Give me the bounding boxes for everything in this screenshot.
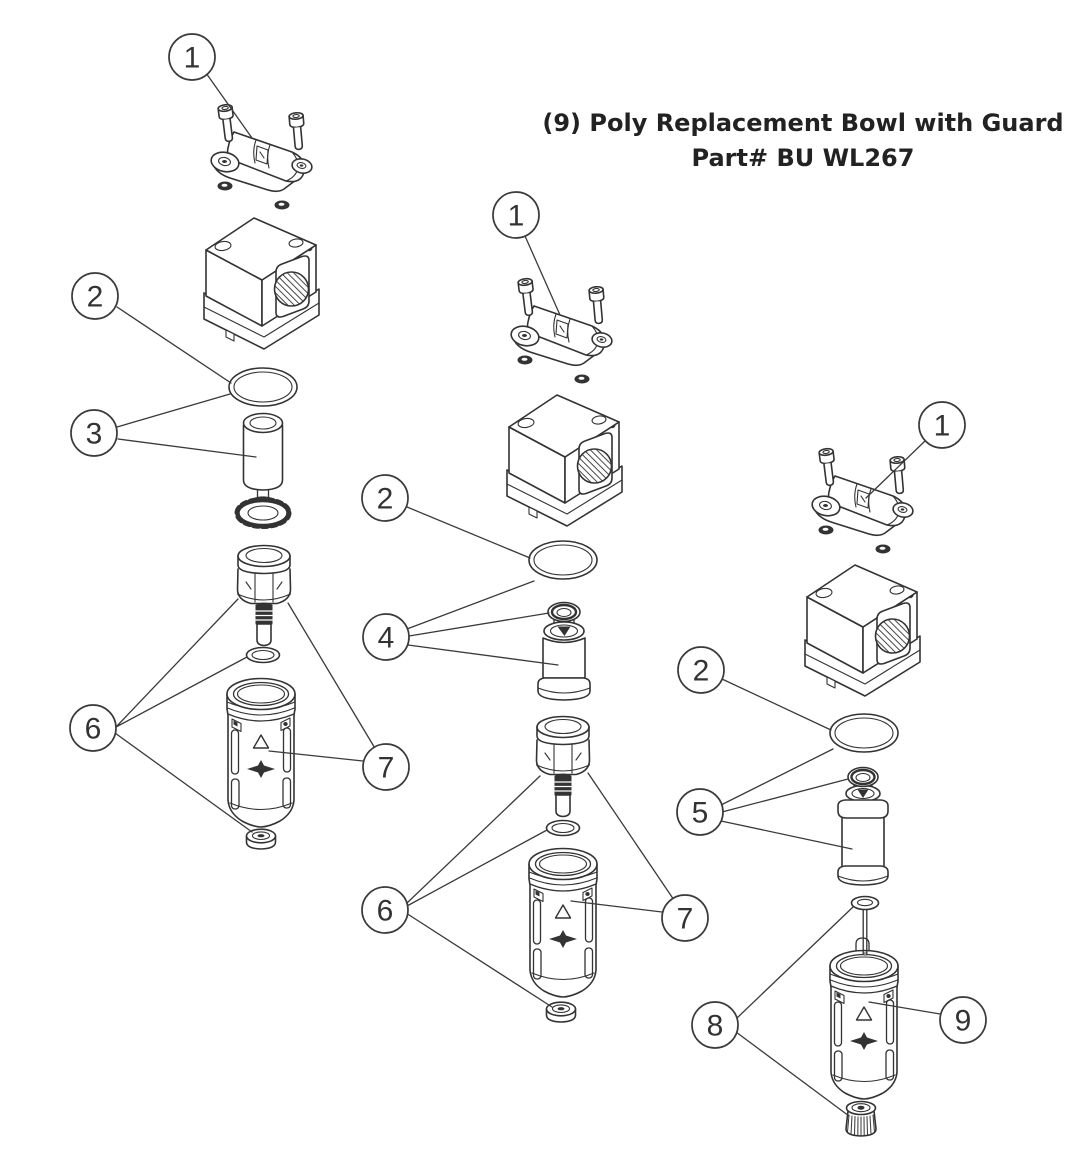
drain-knob <box>535 715 591 818</box>
callout-2-middle: 2 <box>361 474 531 559</box>
callout-number: 2 <box>87 281 104 314</box>
callout-6-left: 6 <box>69 598 253 833</box>
callout-circle <box>361 886 409 934</box>
assembly-left <box>204 104 319 850</box>
callout-circle <box>676 788 724 836</box>
leader-lines <box>268 602 377 762</box>
coalescing-element <box>836 766 890 887</box>
callout-circle <box>168 33 216 81</box>
leader-lines <box>114 598 253 833</box>
leader-lines <box>720 748 853 850</box>
callout-circle <box>69 704 117 752</box>
callout-2-right: 2 <box>677 646 832 731</box>
bowl-with-guard <box>528 847 598 998</box>
callout-circle <box>71 272 119 320</box>
callout-number: 8 <box>707 1010 724 1043</box>
callout-number: 3 <box>86 418 103 451</box>
callout-1-right: 1 <box>865 401 966 499</box>
callout-number: 1 <box>934 410 951 443</box>
callout-number: 2 <box>377 483 394 516</box>
o-ring <box>829 713 899 753</box>
poly-bowl-with-guard <box>830 938 898 1099</box>
callout-circle <box>918 401 966 449</box>
callout-number: 7 <box>378 752 395 785</box>
filter-head <box>204 218 319 349</box>
leader-line <box>721 678 832 731</box>
mounting-bracket <box>209 104 313 209</box>
callout-number: 9 <box>955 1005 972 1038</box>
assembly-right <box>805 448 920 1137</box>
leader-lines <box>735 906 854 1117</box>
callout-1-left: 1 <box>168 33 253 139</box>
callout-number: 6 <box>377 895 394 928</box>
callout-circle <box>691 1001 739 1049</box>
mounting-bracket <box>810 448 914 553</box>
callout-4-middle: 4 <box>362 580 559 666</box>
callout-9-right: 9 <box>868 996 987 1044</box>
small-o-ring <box>545 819 581 837</box>
leader-line <box>865 440 926 499</box>
callout-number: 7 <box>677 903 694 936</box>
callout-3-left: 3 <box>70 393 257 458</box>
callout-number: 2 <box>693 655 710 688</box>
callout-7-middle: 7 <box>570 772 709 942</box>
knurled-drain-knob <box>845 1100 877 1137</box>
leader-lines <box>570 772 675 913</box>
filter-head <box>805 565 920 696</box>
callout-circle <box>492 191 540 239</box>
callout-circle <box>661 894 709 942</box>
filter-element <box>536 601 592 702</box>
filter-element <box>238 414 288 526</box>
callout-number: 6 <box>85 713 102 746</box>
leader-lines <box>406 580 559 666</box>
mounting-bracket <box>509 278 613 383</box>
callout-6-middle: 6 <box>361 775 553 1008</box>
callout-5-right: 5 <box>676 748 853 850</box>
assembly-middle <box>507 278 622 1023</box>
drain-knob <box>236 544 292 647</box>
o-ring <box>228 367 298 407</box>
drain-grommet <box>245 828 277 850</box>
callout-number: 5 <box>692 797 709 830</box>
callout-circle <box>361 474 409 522</box>
callout-circle <box>939 996 987 1044</box>
leader-line <box>868 1001 941 1015</box>
callout-circle <box>362 743 410 791</box>
small-o-ring <box>245 646 281 664</box>
callout-1-middle: 1 <box>492 191 561 316</box>
leader-line <box>406 506 531 559</box>
callout-circle <box>70 409 118 457</box>
callout-number: 4 <box>378 622 395 655</box>
callout-2-left: 2 <box>71 272 232 384</box>
callout-8-right: 8 <box>691 906 854 1117</box>
callout-circle <box>677 646 725 694</box>
leader-lines <box>405 775 553 1008</box>
filter-head <box>507 395 622 526</box>
drain-grommet <box>545 1001 577 1023</box>
o-ring <box>528 540 598 580</box>
diagram-title-line2: Part# BU WL267 <box>692 144 915 172</box>
leader-line <box>116 306 232 384</box>
callout-7-left: 7 <box>268 602 410 791</box>
leader-lines <box>116 393 257 458</box>
callout-number: 1 <box>184 42 201 75</box>
callout-number: 1 <box>508 200 525 233</box>
leader-line <box>205 72 253 139</box>
callout-circle <box>362 613 410 661</box>
diagram-title-line1: (9) Poly Replacement Bowl with Guard <box>542 109 1063 137</box>
leader-line <box>524 235 561 316</box>
